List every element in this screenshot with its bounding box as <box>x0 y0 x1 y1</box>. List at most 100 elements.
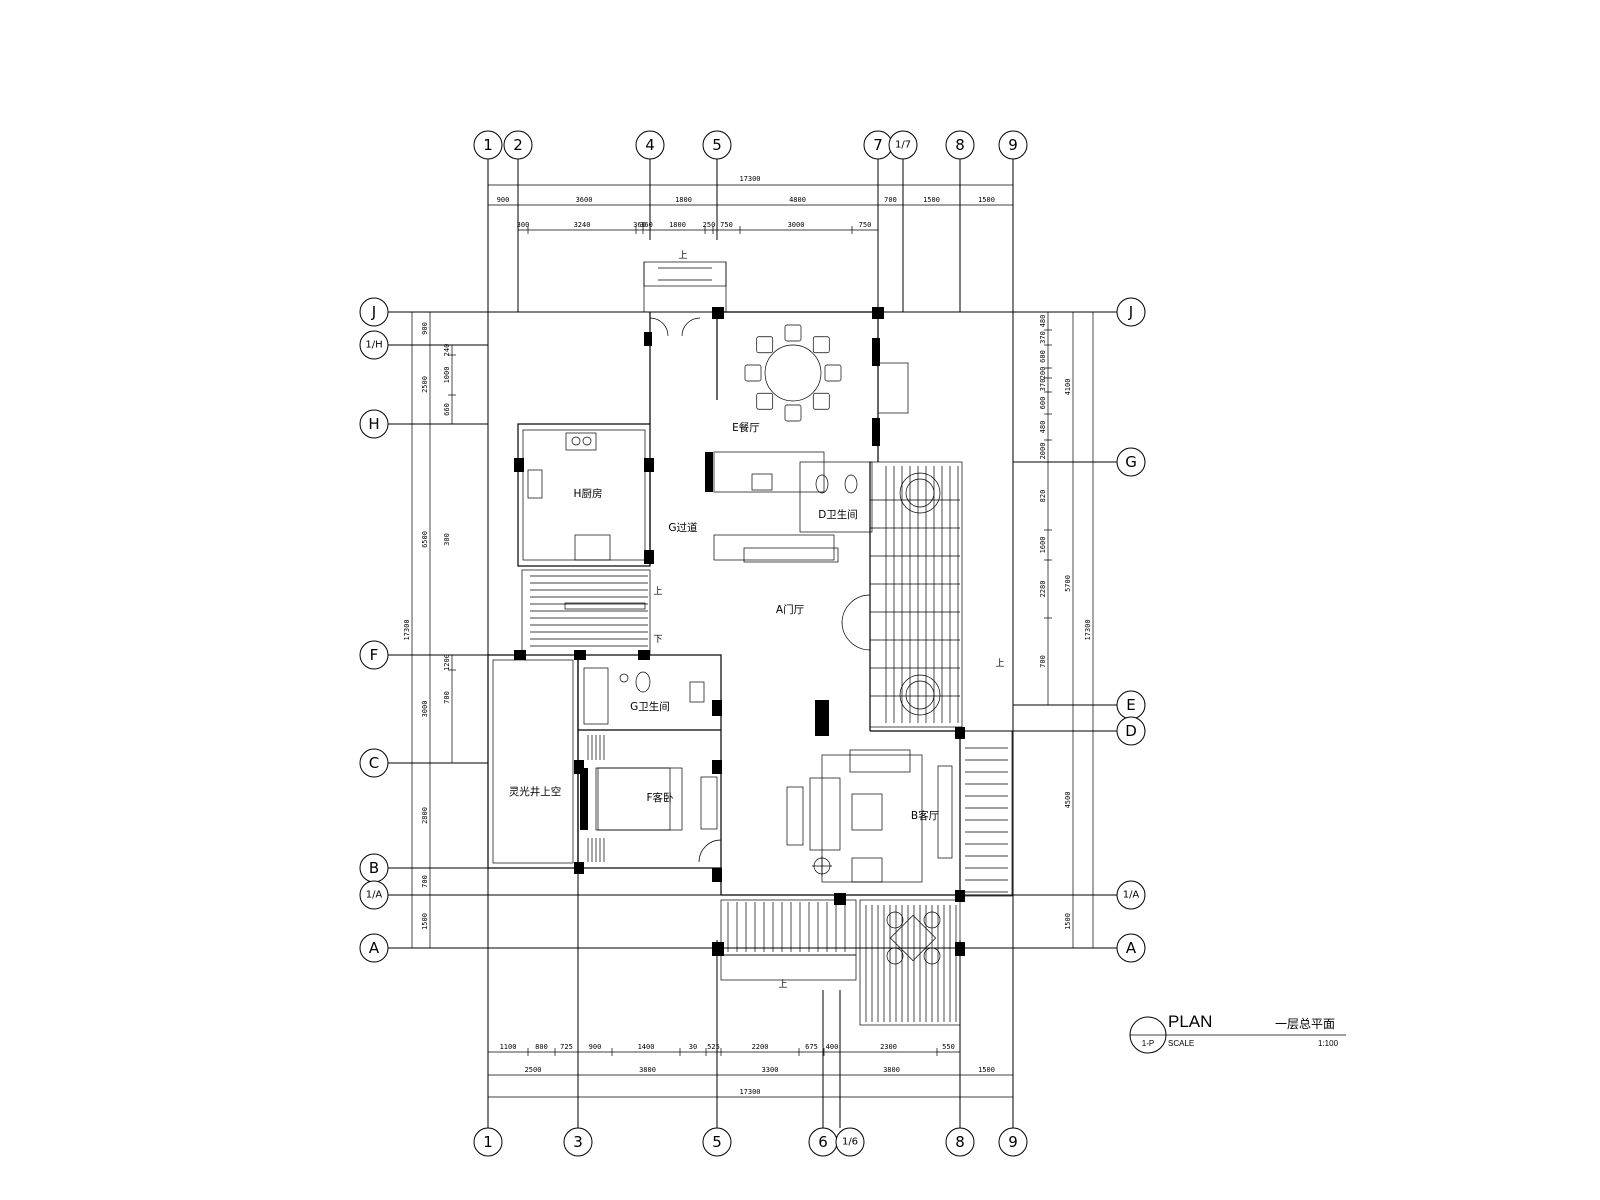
axis-top-5: 1/7 <box>888 130 918 160</box>
dim-bottom-row1-11: 550 <box>942 1043 955 1051</box>
dim-bottom-total: 17300 <box>739 1088 760 1096</box>
axis-bottom-3: 6 <box>808 1127 838 1157</box>
room-guest-bedroom-label: F客卧 <box>646 791 674 804</box>
axis-bottom-0: 1 <box>473 1127 503 1157</box>
dim-right-inner-1: 370 <box>1039 331 1047 344</box>
dim-bottom-row1-1: 800 <box>535 1043 548 1051</box>
svg-text:J: J <box>1128 303 1133 321</box>
svg-text:E: E <box>1126 696 1135 714</box>
dim-right-inner-5: 600 <box>1039 397 1047 410</box>
walls <box>487 261 1013 1026</box>
room-bath-d-label: D卫生间 <box>818 508 858 521</box>
axis-top-7: 9 <box>998 130 1028 160</box>
plan-name-cn: 一层总平面 <box>1275 1017 1335 1031</box>
dim-left-inner-4: 1200 <box>443 654 451 671</box>
svg-text:5: 5 <box>712 1133 722 1151</box>
dim-top-row2-2: 360 <box>633 221 646 229</box>
stair-up-label: 上 <box>653 586 662 597</box>
dim-left-inner-3: 300 <box>443 533 451 546</box>
axis-left-3: F <box>359 640 389 670</box>
dim-right-mid-0: 4100 <box>1064 379 1072 396</box>
dim-bottom-row1-9: 400 <box>826 1043 839 1051</box>
axis-right-5: A <box>1116 933 1146 963</box>
room-corridor-label: G过道 <box>668 521 698 534</box>
title-block: 1-P PLAN SCALE 一层总平面 1:100 <box>1129 1012 1346 1054</box>
svg-text:8: 8 <box>955 136 965 154</box>
dim-left-total: 17300 <box>403 619 411 640</box>
dim-left-inner-1: 1000 <box>443 367 451 384</box>
dim-top-row2-0: 300 <box>517 221 530 229</box>
dim-bottom-row2-4: 1500 <box>978 1066 995 1074</box>
dim-right-inner-0: 480 <box>1039 315 1047 328</box>
axis-left-2: H <box>359 409 389 439</box>
axis-left-0: J <box>359 297 389 327</box>
dim-top-row2-6: 750 <box>720 221 733 229</box>
dim-right-inner-6: 480 <box>1039 421 1047 434</box>
dim-top-row1-5: 1500 <box>923 196 940 204</box>
svg-text:9: 9 <box>1008 136 1018 154</box>
svg-text:7: 7 <box>873 136 883 154</box>
dim-left-mid-5: 700 <box>421 875 429 888</box>
room-bath-g-label: G卫生间 <box>630 700 670 713</box>
svg-text:F: F <box>370 646 379 664</box>
dim-bottom-row1-2: 725 <box>560 1043 573 1051</box>
dim-top-row1-3: 4800 <box>789 196 806 204</box>
axis-bottom-4: 1/6 <box>835 1127 865 1157</box>
axis-left-7: A <box>359 933 389 963</box>
dim-left-inner-2: 660 <box>443 403 451 416</box>
dim-top-row2-8: 750 <box>859 221 872 229</box>
furniture <box>527 317 953 965</box>
dim-top-total: 17300 <box>739 175 760 183</box>
svg-text:J: J <box>371 303 376 321</box>
dim-bottom-row2-3: 3800 <box>883 1066 900 1074</box>
dim-top-row2-4: 1800 <box>669 221 686 229</box>
svg-text:G: G <box>1125 453 1137 471</box>
columns <box>514 307 965 956</box>
room-foyer-label: A门厅 <box>776 603 804 616</box>
dim-right-inner-8: 820 <box>1039 490 1047 503</box>
terrace-hatch <box>727 466 1008 1022</box>
axis-left-4: C <box>359 748 389 778</box>
svg-text:H: H <box>368 415 379 433</box>
svg-text:3: 3 <box>573 1133 583 1151</box>
svg-text:C: C <box>369 754 379 772</box>
scale-value: 1:100 <box>1318 1039 1339 1048</box>
dim-top-row2-1: 3240 <box>574 221 591 229</box>
dim-right-mid-1: 5700 <box>1064 575 1072 592</box>
dim-right-inner-7: 2000 <box>1039 443 1047 460</box>
dim-bottom-row1-4: 1400 <box>638 1043 655 1051</box>
dim-bottom-row1-8: 675 <box>805 1043 818 1051</box>
stair-up-north: 上 <box>678 250 687 261</box>
dim-left-mid-1: 2500 <box>421 376 429 393</box>
svg-text:1/7: 1/7 <box>895 140 911 151</box>
dim-left-mid-3: 3000 <box>421 701 429 718</box>
dim-left-inner-5: 700 <box>443 691 451 704</box>
axis-right-4: 1/A <box>1116 880 1146 910</box>
plan-title: PLAN <box>1168 1012 1212 1031</box>
dim-right-inner-3: 200 <box>1039 367 1047 380</box>
axis-top-2: 4 <box>635 130 665 160</box>
dim-left-mid-0: 900 <box>421 322 429 335</box>
axis-lines <box>388 157 1118 1128</box>
axis-bottom-5: 8 <box>945 1127 975 1157</box>
dim-top-row1-2: 1800 <box>675 196 692 204</box>
svg-text:8: 8 <box>955 1133 965 1151</box>
axis-right-3: D <box>1116 716 1146 746</box>
dim-bottom-row2-2: 3300 <box>762 1066 779 1074</box>
dim-bottom-row1-5: 30 <box>689 1043 697 1051</box>
scale-label: SCALE <box>1168 1039 1194 1048</box>
dim-right-inner-2: 600 <box>1039 350 1047 363</box>
axis-top-3: 5 <box>702 130 732 160</box>
dim-right-mid-3: 1500 <box>1064 913 1072 930</box>
svg-text:6: 6 <box>818 1133 828 1151</box>
svg-text:D: D <box>1125 722 1137 740</box>
svg-text:5: 5 <box>712 136 722 154</box>
svg-text:B: B <box>369 859 379 877</box>
stair-down-label: 下 <box>653 635 662 645</box>
axis-top-1: 2 <box>503 130 533 160</box>
dim-right-inner-9: 1600 <box>1039 537 1047 554</box>
dim-right-inner-11: 700 <box>1039 655 1047 668</box>
dim-bottom-row2-0: 2500 <box>525 1066 542 1074</box>
axis-right-1: G <box>1116 447 1146 477</box>
